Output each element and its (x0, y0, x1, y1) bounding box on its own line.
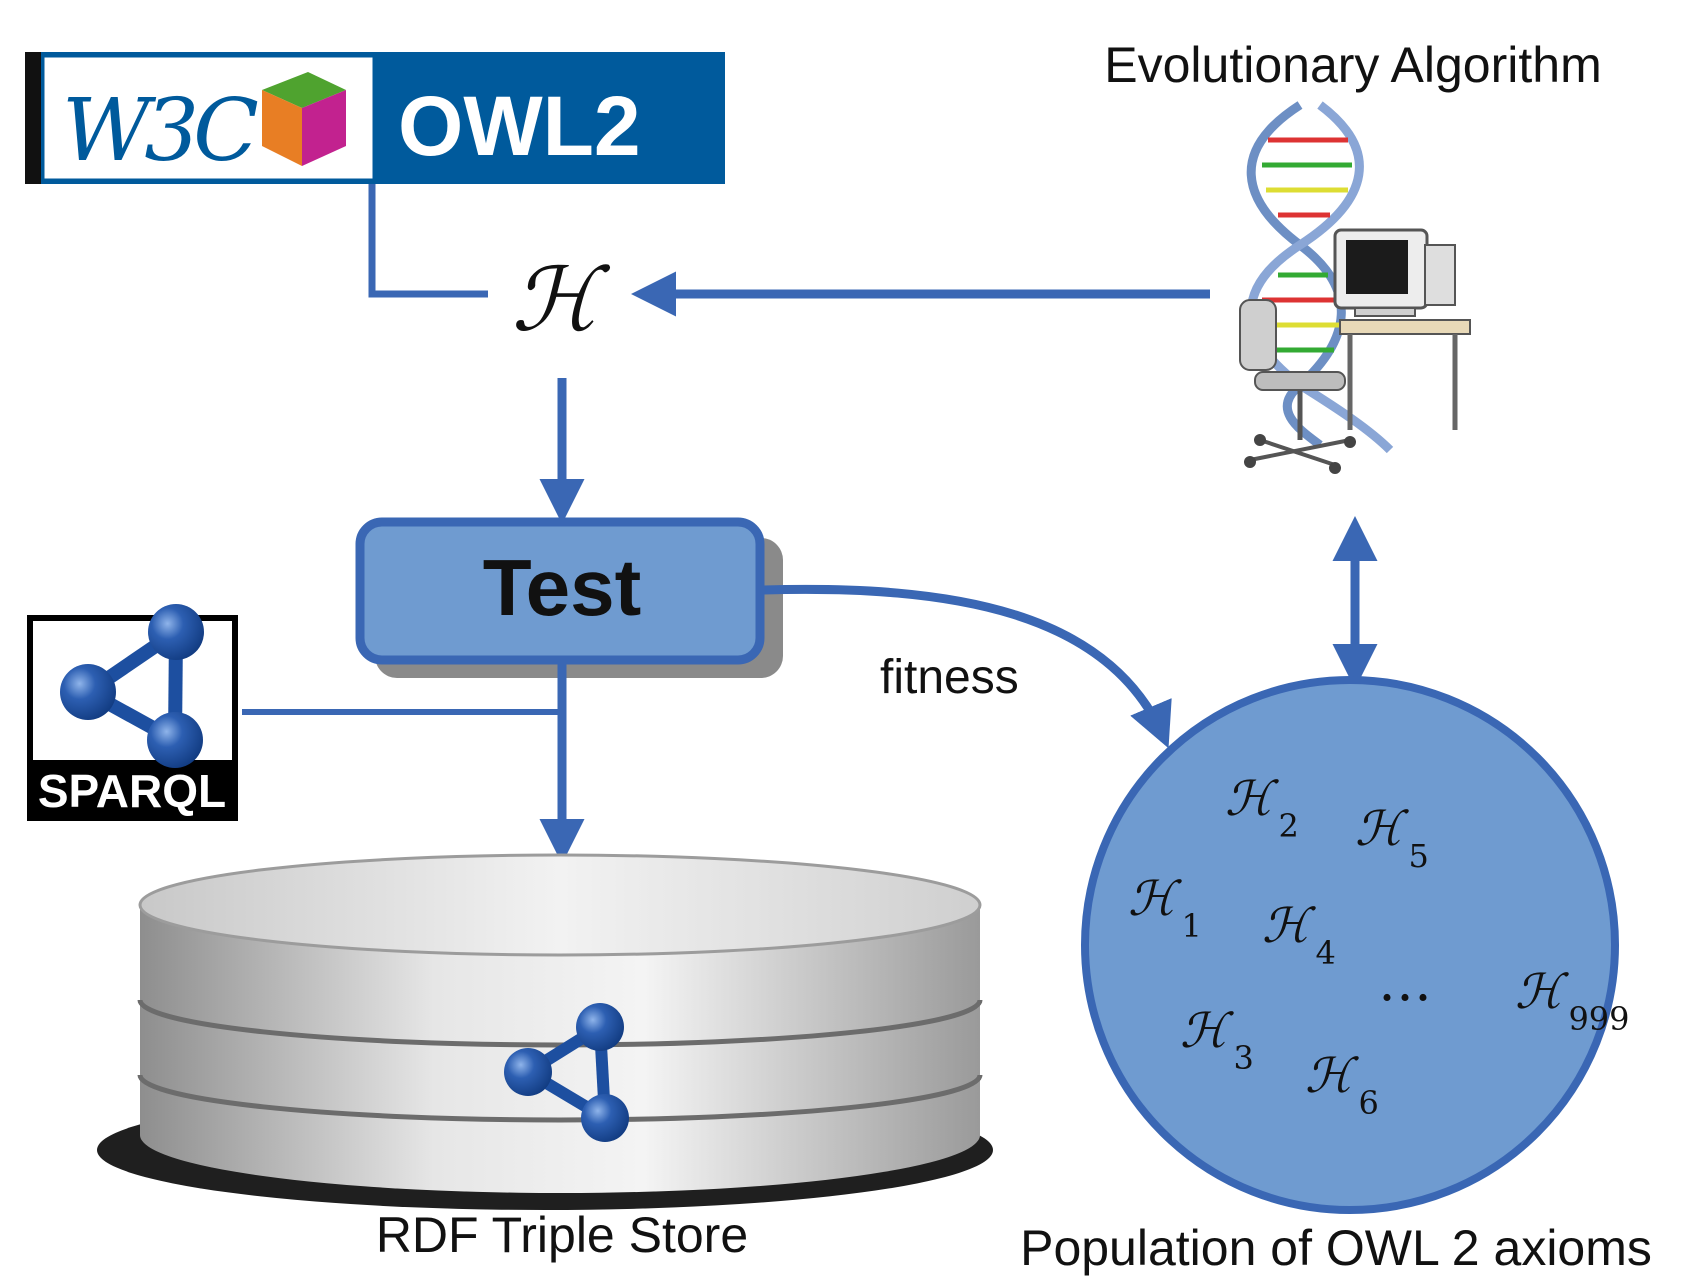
evolutionary-algorithm-label: Evolutionary Algorithm (1104, 37, 1601, 93)
owl2-logo-text: OWL2 (398, 79, 641, 173)
population-ellipsis: … (1378, 950, 1432, 1013)
test-box: Test (355, 517, 783, 678)
test-label: Test (483, 543, 642, 632)
owl-cube-icon (262, 72, 346, 166)
fitness-label: fitness (880, 651, 1019, 704)
population-member-subscript: 5 (1408, 837, 1428, 875)
w3c-logo-text: W3C (62, 81, 258, 181)
sparql-logo-text: SPARQL (38, 765, 226, 817)
population-member-subscript: 4 (1315, 934, 1335, 972)
population-member-subscript: 3 (1233, 1039, 1253, 1077)
database-icon (97, 853, 993, 1210)
owl-to-h-connector (368, 184, 488, 298)
population-label: Population of OWL 2 axioms (1020, 1220, 1652, 1276)
sparql-logo: SPARQL (27, 604, 238, 821)
population-member-subscript: 2 (1278, 807, 1298, 845)
rdf-triple-store-label: RDF Triple Store (376, 1207, 748, 1263)
population-member-subscript: 999 (1568, 1000, 1629, 1038)
hypothesis-symbol: ℋ (512, 248, 611, 351)
w3c-owl2-logo: W3C OWL2 (25, 52, 725, 184)
sparql-small-icon (504, 1003, 629, 1142)
population-member-subscript: 6 (1358, 1084, 1378, 1122)
population-member-subscript: 1 (1181, 907, 1201, 945)
fitness-arrow (763, 584, 1172, 749)
dna-computer-icon (1239, 101, 1471, 474)
